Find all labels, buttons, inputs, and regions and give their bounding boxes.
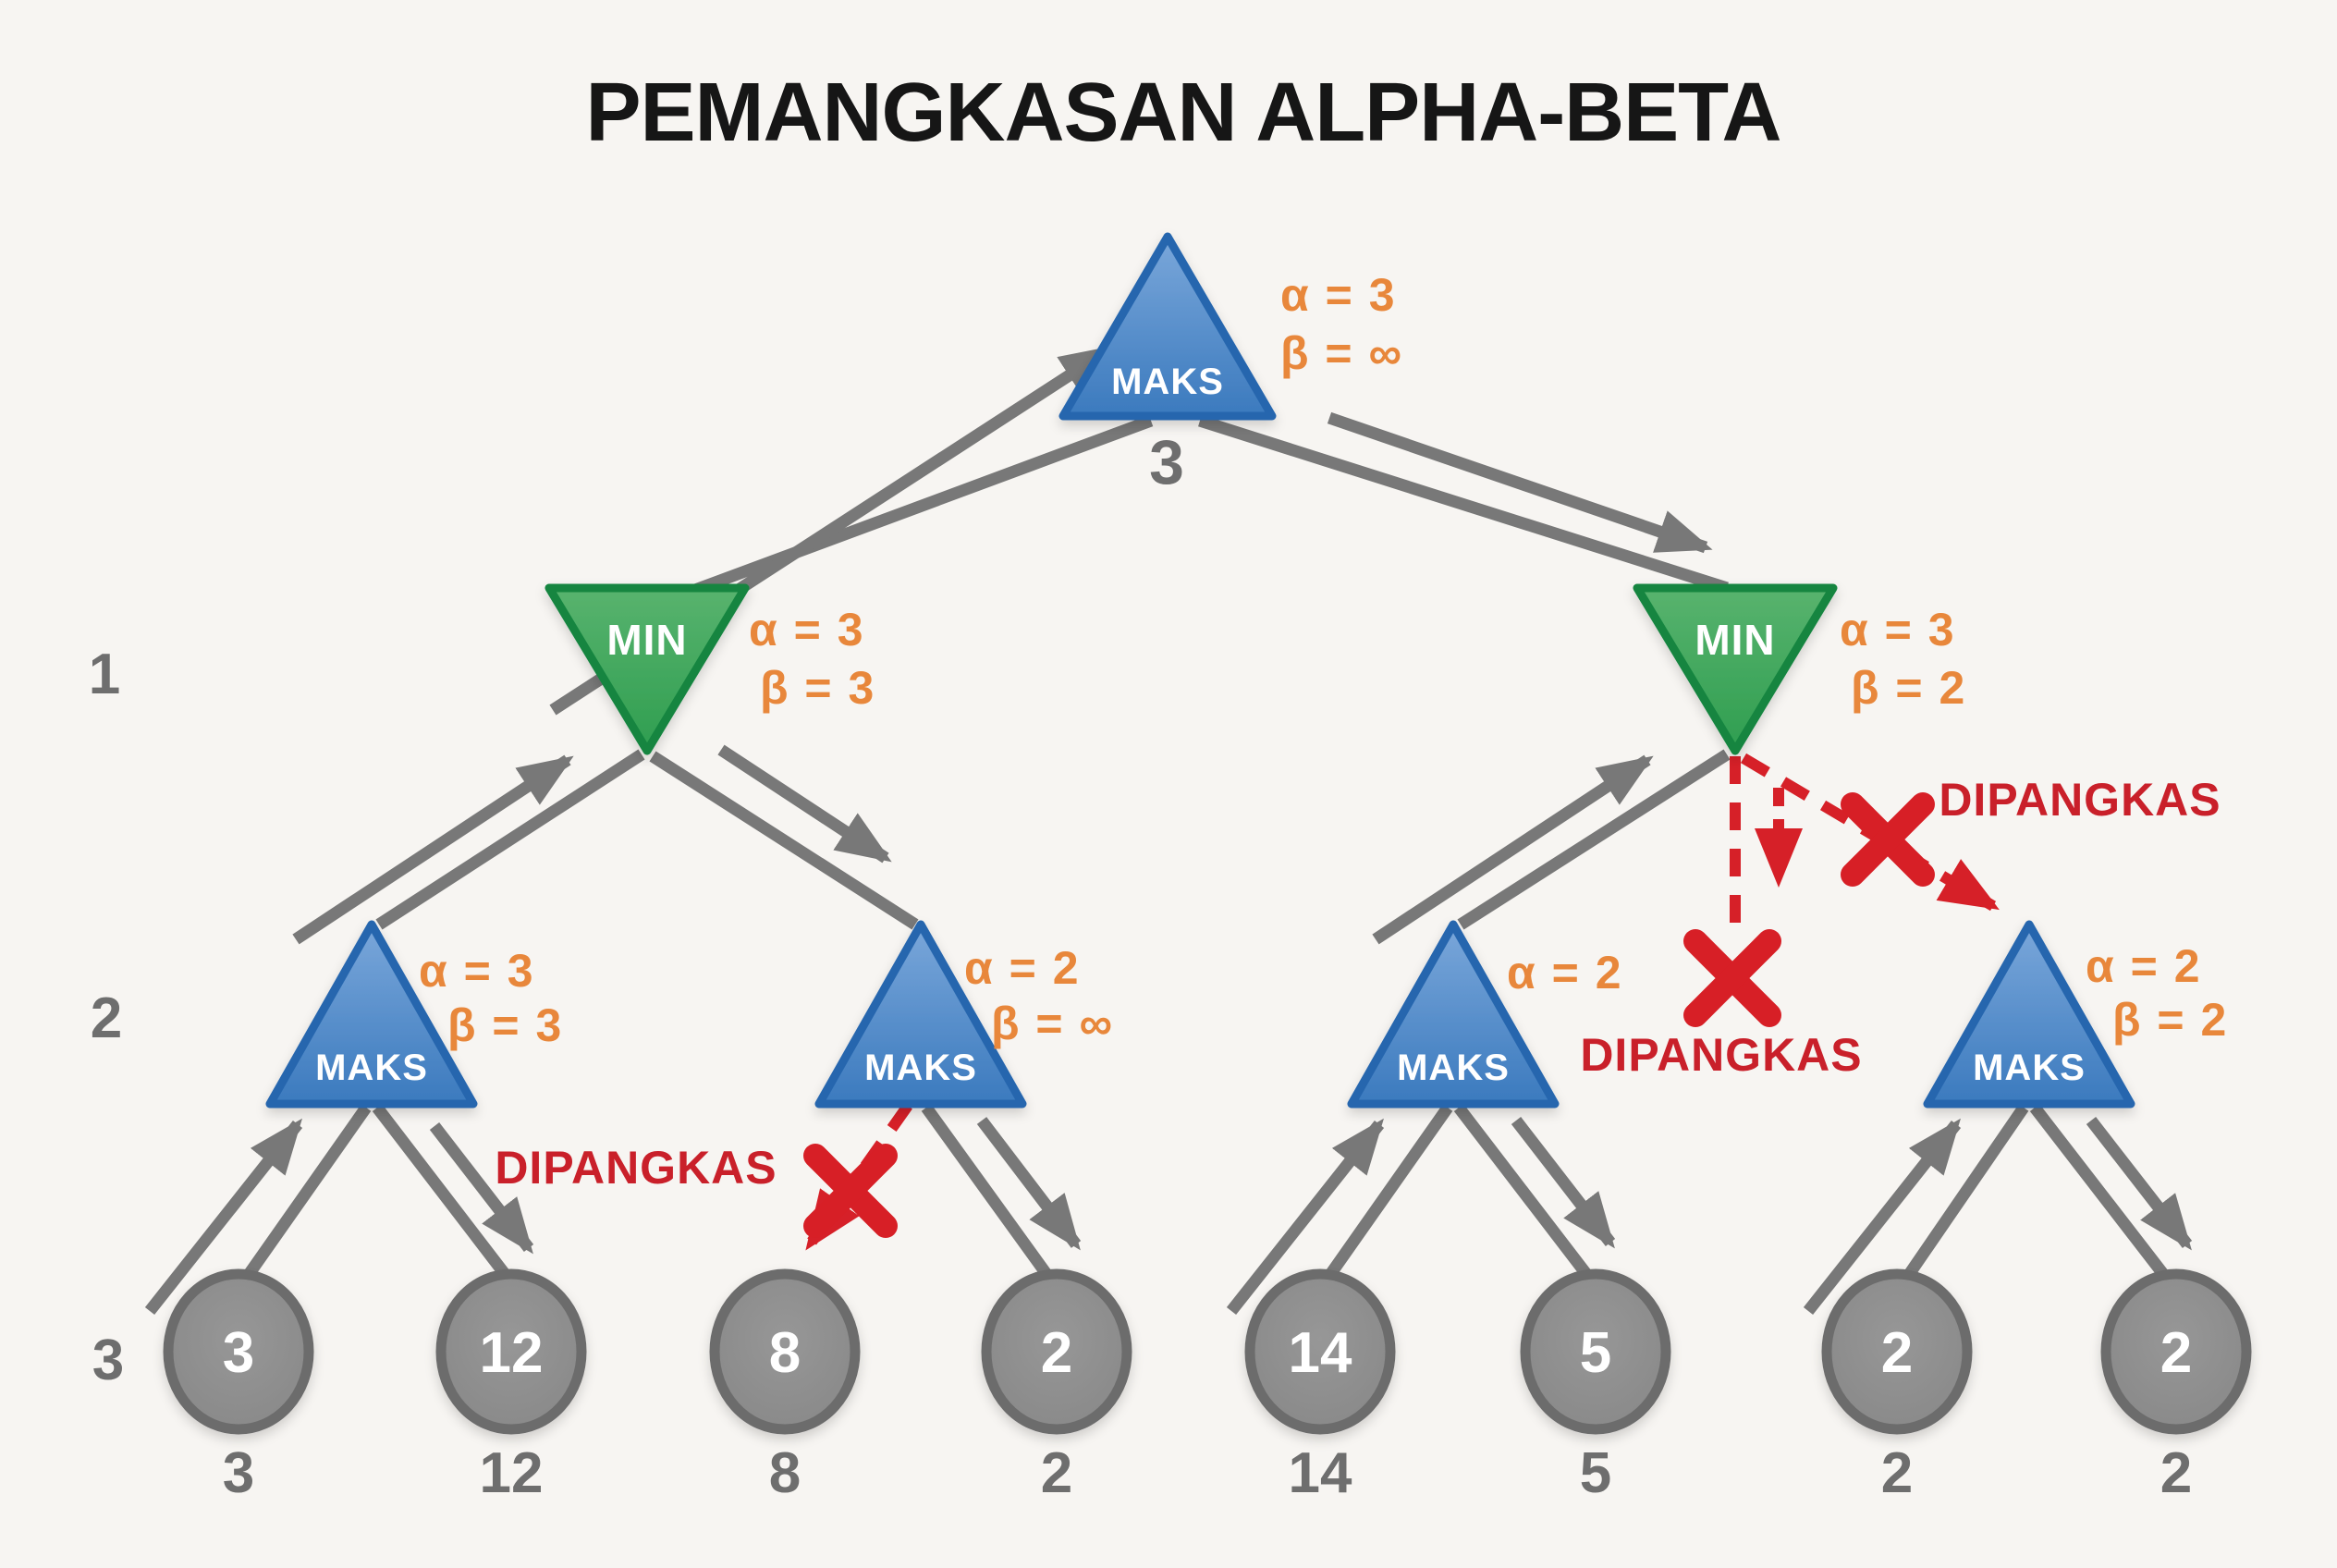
arrow-up-maks3-rightmin (1372, 754, 1654, 945)
leaf-value-14: 14 (1289, 1321, 1352, 1385)
root-beta: β = ∞ (1280, 327, 1403, 379)
leaf-result-2a: 2 (1881, 1441, 1913, 1505)
edge-root-leftmin (692, 414, 1154, 596)
edge-maks1-leaf3 (242, 1104, 372, 1280)
arrow-down-leftmin-maks2 (717, 744, 892, 864)
maks2-alpha: α = 2 (964, 942, 1081, 994)
right-min-label: MIN (1695, 616, 1775, 664)
leaf-value-3: 3 (223, 1321, 254, 1385)
edge-leftmin-maks2 (649, 751, 919, 930)
arrow-down-maks1-leaf12 (429, 1122, 534, 1255)
leaf-node-2 (981, 1268, 1132, 1435)
maks-node-3 (1347, 920, 1560, 1109)
pruned-label-middle: DIPANGKAS (1580, 1029, 1862, 1081)
leaf-value-5: 5 (1580, 1321, 1611, 1385)
prune-x-middle (1683, 929, 1781, 1027)
left-min-node (544, 583, 750, 755)
arrow-up-leaf2a-maks4 (1803, 1118, 1962, 1316)
maks-node-2 (814, 920, 1027, 1109)
maks1-alpha: α = 3 (419, 945, 535, 997)
leaf-result-12: 12 (480, 1441, 544, 1505)
leaf-value-2a: 2 (1881, 1321, 1913, 1385)
rightmin-alpha: α = 3 (1840, 604, 1956, 655)
depth-label-1: 1 (89, 643, 120, 706)
tree-nodes (163, 232, 2252, 1435)
edge-rightmin-maks3 (1457, 749, 1731, 930)
maks3-label: MAKS (1397, 1047, 1510, 1088)
depth-label-2: 2 (91, 986, 122, 1050)
arrow-down-root-rightmin (1327, 411, 1713, 554)
leaf-node-14 (1244, 1268, 1396, 1435)
maks4-beta: β = 2 (2112, 994, 2228, 1046)
arrow-up-maks1-leftmin (292, 754, 574, 945)
leaf-node-5 (1520, 1268, 1671, 1435)
pruned-label-right: DIPANGKAS (1939, 774, 2221, 826)
maks-node-4 (1923, 920, 2135, 1109)
leaf-result-8: 8 (769, 1441, 801, 1505)
pruned-edges (803, 753, 2000, 1251)
edge-maks4-leaf2a (1903, 1104, 2029, 1280)
maks3-alpha: α = 2 (1507, 947, 1623, 998)
pruned-label-left: DIPANGKAS (495, 1142, 777, 1194)
tree-edges (144, 344, 2193, 1316)
leaf-node-2b (2100, 1268, 2252, 1435)
leaf-value-2: 2 (1041, 1321, 1072, 1385)
root-max-node (1058, 232, 1277, 421)
maks1-label: MAKS (315, 1047, 428, 1088)
maks4-label: MAKS (1973, 1047, 2086, 1088)
maks2-label: MAKS (864, 1047, 977, 1088)
leaf-result-5: 5 (1580, 1441, 1611, 1505)
maks2-beta: β = ∞ (991, 998, 1114, 1049)
edge-root-rightmin (1198, 414, 1729, 594)
arrow-up-leaf3-maks1 (144, 1118, 303, 1316)
root-max-label: MAKS (1111, 361, 1224, 402)
leaf-node-8 (709, 1268, 861, 1435)
leftmin-beta: β = 3 (760, 662, 875, 714)
arrow-down-maks2-leaf2 (976, 1117, 1082, 1251)
maks-node-1 (265, 920, 478, 1109)
leaf-result-2: 2 (1041, 1441, 1072, 1505)
edge-maks2-leaf2 (921, 1104, 1052, 1278)
arrow-up-leaf14-maks3 (1226, 1118, 1385, 1316)
leaf-result-2b: 2 (2160, 1441, 2192, 1505)
leaf-node-2a (1821, 1268, 1973, 1435)
leaf-value-2b: 2 (2160, 1321, 2192, 1385)
leaf-node-12 (435, 1268, 587, 1435)
maks1-beta: β = 3 (447, 999, 563, 1051)
edge-leftmin-maks1 (375, 749, 645, 930)
page-title: PEMANGKASAN ALPHA-BETA (586, 67, 1781, 159)
edge-maks3-leaf14 (1324, 1104, 1453, 1280)
right-min-node (1633, 583, 1838, 755)
root-value: 3 (1149, 427, 1184, 497)
prune-x-left (803, 1144, 898, 1238)
leaf-value-12: 12 (480, 1321, 544, 1385)
prune-x-right (1841, 792, 1935, 887)
depth-label-3: 3 (92, 1329, 124, 1392)
arrow-down-maks4-leaf2b (2086, 1117, 2193, 1251)
rightmin-beta: β = 2 (1851, 662, 1966, 714)
arrow-down-maks3-leaf5 (1511, 1117, 1616, 1249)
left-min-label: MIN (606, 616, 687, 664)
leaf-result-14: 14 (1289, 1441, 1352, 1505)
leftmin-alpha: α = 3 (749, 604, 865, 655)
leaf-node-3 (163, 1268, 314, 1435)
leaf-result-3: 3 (223, 1441, 254, 1505)
root-alpha: α = 3 (1280, 269, 1397, 321)
maks4-alpha: α = 2 (2086, 940, 2202, 992)
leaf-value-8: 8 (769, 1321, 801, 1385)
